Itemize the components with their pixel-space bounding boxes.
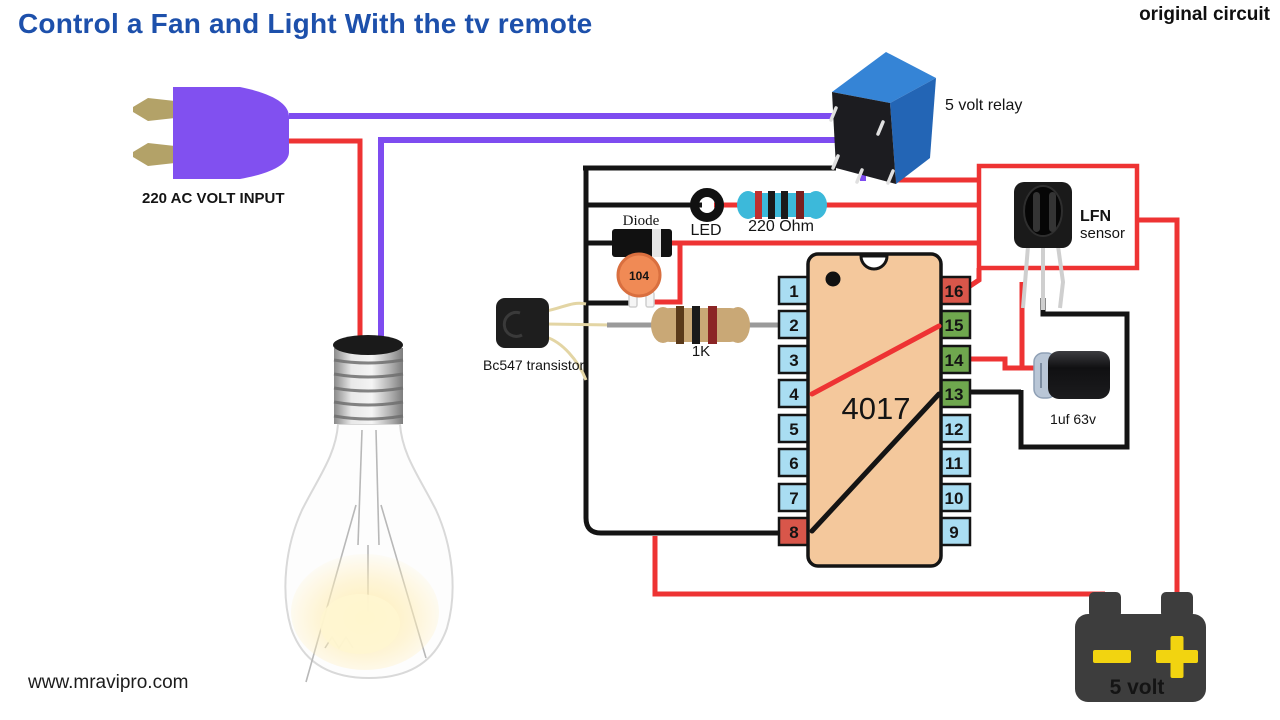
page-title: Control a Fan and Light With the tv remo… [18,8,593,39]
relay [829,52,936,185]
cap-104-label: 104 [629,269,649,283]
cap-black-box [1018,298,1130,450]
ac-plug [133,87,289,179]
wire-main-vertical [583,166,781,536]
minus-symbol [1093,650,1131,663]
relay-label: 5 volt relay [945,97,1022,114]
ic-body [806,252,943,568]
ic-4017 [777,252,972,568]
components-layer [133,52,1206,702]
bulb-glow-core [320,594,400,654]
pin-label-14: 14 [945,351,964,370]
sensor-red-box [976,163,1140,271]
ic-notch [859,254,889,271]
battery-terminal-minus [1089,592,1121,618]
plug-label: 220 AC VOLT INPUT [142,190,285,207]
pin-label-15: 15 [945,316,964,335]
pin-label-13: 13 [945,385,964,404]
plug-prong-bottom [133,143,175,166]
pin-label-2: 2 [789,316,798,335]
battery-terminal-plus [1161,592,1193,618]
ic-jumper-wires [809,323,942,534]
resistor-1k-label: 1K [692,343,710,360]
pin-label-7: 7 [789,489,798,508]
wire-plug-to-bulb [289,138,363,348]
pin-label-10: 10 [945,489,964,508]
relay-top-face [832,52,936,103]
plus-symbol [1156,636,1198,678]
jumper-black-pin8-pin13 [809,391,942,534]
relay-pins [829,106,895,185]
pin-label-4: 4 [789,385,799,404]
plug-body [173,87,289,179]
website-url: www.mravipro.com [28,672,189,693]
ic-pin-numbers: 1 2 3 4 5 6 7 8 16 15 14 13 12 11 10 9 [789,282,964,542]
ic-pin1-dot [825,271,841,287]
relay-right-face [890,78,936,184]
diode-label: Diode [623,213,660,229]
pin-label-6: 6 [789,454,798,473]
wire-cap104-branch [654,243,683,305]
corner-note: original circuit [1139,4,1270,25]
sensor-dome [1023,185,1063,237]
capacitor-1uf [1033,351,1110,399]
relay-front-face [832,92,896,184]
jumper-red-pin4-pin15 [809,323,942,397]
sensor-sub-label: sensor [1080,225,1125,242]
led-ring [690,188,724,222]
resistor-220-label: 220 Ohm [748,218,814,235]
pin-label-3: 3 [789,351,798,370]
plug-prong-top [133,98,175,121]
black-wires [583,165,1130,536]
sensor-name-label: LFN [1080,208,1111,225]
bulb-screw-base [334,348,403,424]
transistor-bc547 [496,298,613,381]
battery [1075,592,1206,702]
wire-pin14-to-cap [968,356,1045,371]
battery-label: 5 volt [1110,676,1165,699]
pin-label-16: 16 [945,282,964,301]
led-label: LED [690,222,721,239]
light-bulb [284,335,454,683]
ic-left-pins [777,275,812,547]
capacitor-104 [616,252,662,308]
transistor-legs [545,301,613,381]
resistor-1k [607,306,795,344]
pin-label-5: 5 [789,420,798,439]
ir-sensor [1014,182,1072,310]
diode [612,229,672,257]
ic-label: 4017 [842,391,911,426]
bulb-screw-ridges [333,358,404,421]
pin-label-8: 8 [789,523,798,542]
pin-label-1: 1 [789,282,798,301]
bulb-cap [333,335,403,355]
pin-label-9: 9 [949,523,958,542]
wire-ground-to-battery-minus [652,536,1105,597]
resistor-220 [737,191,827,219]
labels-layer: 220 AC VOLT INPUT 5 volt relay LED 220 O… [142,97,1164,699]
pin-label-12: 12 [945,420,964,439]
wire-sensor-to-battery-plus [1137,217,1180,596]
transistor-label: Bc547 transistor [483,357,584,373]
pin-label-11: 11 [945,454,963,473]
cap-1uf-label: 1uf 63v [1050,411,1096,427]
sensor-legs [1021,245,1066,310]
